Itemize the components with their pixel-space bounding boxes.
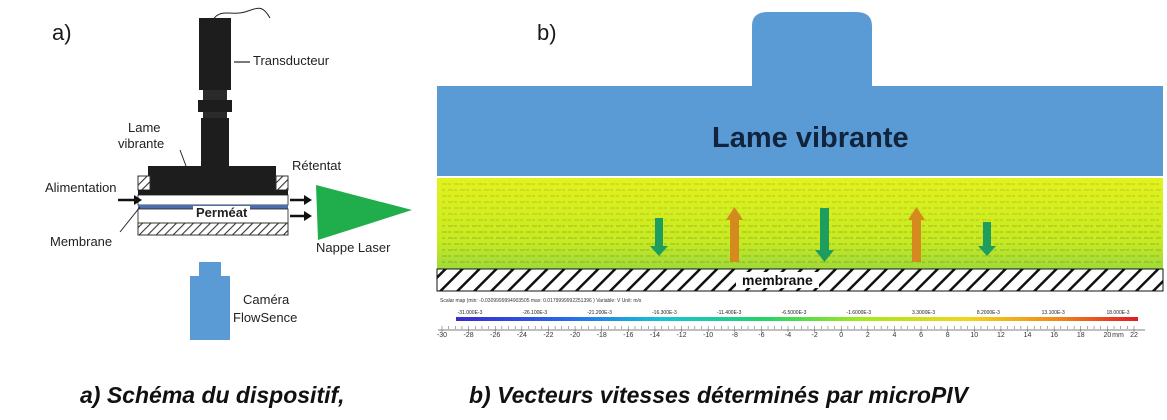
colorbar-tick: -31.000E-3: [457, 310, 483, 316]
colorbar-tick: 18.000E-3: [1106, 310, 1130, 316]
ruler-tick-label: 6: [919, 332, 924, 339]
arrow-down-3-shaft: [983, 222, 991, 248]
laser-sheet: [316, 185, 412, 240]
colorbar-tick: -26.100E-3: [522, 310, 548, 316]
ruler-minor-ticks: [441, 326, 1135, 332]
lame-pointer: [179, 149, 187, 167]
colorbar-tick: 3.3000E-3: [912, 310, 936, 316]
arrow-down-1-head: [650, 246, 668, 256]
ruler-tick-label: -30: [436, 332, 448, 339]
colorbar-tick: -1.6000E-3: [846, 310, 872, 316]
permeate-arrow-head: [304, 211, 312, 221]
arrow-up-1-head: [726, 207, 743, 220]
ruler-tick-label: 4: [892, 332, 897, 339]
ruler-tick-label: -4: [784, 332, 792, 339]
panel-b-letter: b): [537, 20, 557, 45]
transducer-collar: [203, 90, 227, 100]
arrow-down-1-shaft: [655, 218, 663, 248]
colorbar-tick: -11.400E-3: [717, 310, 742, 316]
transducer-ring: [198, 100, 232, 112]
arrow-up-1-shaft: [730, 218, 739, 262]
colorbar-tick: -21.200E-3: [587, 310, 612, 316]
ruler-tick-label: 14: [1023, 332, 1032, 339]
label-vibrante: vibrante: [118, 136, 165, 151]
ruler-tick-label: 12: [997, 332, 1005, 339]
module-base: [137, 222, 289, 236]
ruler-tick-label: -8: [731, 332, 738, 339]
ruler-tick-label: -16: [623, 332, 634, 339]
ruler-tick-label: -12: [676, 332, 687, 339]
lame-stem: [752, 12, 872, 86]
arrow-up-2-head: [908, 207, 925, 220]
caption-b: b) Vecteurs vitesses déterminés par micr…: [469, 382, 968, 408]
camera-body: [190, 276, 230, 340]
colorbar-tick: 8.2000E-3: [976, 310, 1000, 316]
label-lame: Lame: [128, 120, 161, 135]
colorbar-tick: 13.100E-3: [1041, 310, 1065, 316]
flow-arrows: [650, 207, 996, 262]
ruler-tick-label: 16: [1050, 332, 1059, 339]
label-camera: Caméra: [243, 292, 290, 307]
camera-lens: [199, 262, 221, 276]
label-retentat: Rétentat: [292, 158, 342, 173]
ruler-tick-label: -10: [703, 332, 714, 339]
arrow-down-3-head: [978, 246, 996, 256]
transducer-horn: [201, 118, 229, 166]
ruler-tick-label: 8: [945, 332, 950, 339]
piv-figure: [436, 12, 1164, 332]
caption-a: a) Schéma du dispositif,: [80, 382, 345, 408]
transducer-neck: [203, 112, 227, 118]
ruler-tick-label: -2: [811, 332, 818, 339]
membrane-label: membrane: [736, 272, 819, 288]
membrane-pointer: [119, 206, 141, 233]
vibrating-plate: [148, 166, 276, 190]
arrow-down-2-shaft: [820, 208, 829, 252]
label-permeat: Perméat: [193, 206, 251, 220]
lame-plate: [437, 86, 1163, 176]
ruler-tick-label: 10: [970, 332, 979, 339]
setup-schematic: [118, 7, 412, 340]
transducer-body: [199, 18, 231, 90]
ruler-tick-label: -26: [490, 332, 501, 339]
lame-vibrante-label: Lame vibrante: [712, 122, 909, 154]
colorbar-tick: -16.300E-3: [652, 310, 677, 316]
colorbar-tick: -6.5000E-3: [781, 310, 807, 316]
label-alimentation: Alimentation: [45, 180, 117, 195]
label-transducteur: Transducteur: [253, 53, 330, 68]
velocity-field: [437, 178, 1163, 269]
ruler-tick-label: -6: [758, 332, 765, 339]
ruler-tick-label: 2: [865, 332, 870, 339]
retentate-arrow-head: [304, 195, 312, 205]
colorbar: [456, 317, 1138, 321]
scalar-map-info: Scalar map (min: -0.0309999994903505 max…: [440, 298, 642, 304]
ruler-tick-label: -18: [596, 332, 607, 339]
ruler-tick-label: 0: [839, 332, 844, 339]
ruler-tick-label: -20: [570, 332, 581, 339]
transducer-cable: [212, 7, 271, 21]
ruler-tick-label: -24: [516, 332, 527, 339]
ruler-tick-label: 20: [1103, 332, 1112, 339]
panel-a-letter: a): [52, 20, 72, 45]
ruler-unit: mm: [1112, 332, 1124, 339]
label-flowsence: FlowSence: [233, 310, 298, 325]
ruler-tick-label: 22: [1130, 332, 1138, 339]
ruler-tick-label: -22: [543, 332, 554, 339]
ruler-tick-label: -28: [463, 332, 474, 339]
arrow-up-2-shaft: [912, 218, 921, 262]
ruler-tick-label: 18: [1076, 332, 1085, 339]
feed-arrow-head: [134, 195, 142, 205]
label-nappe-laser: Nappe Laser: [316, 240, 391, 255]
channel-top: [138, 190, 288, 195]
label-membrane: Membrane: [50, 234, 113, 249]
ruler-tick-label: -14: [649, 332, 660, 339]
arrow-down-2-head: [815, 250, 834, 262]
